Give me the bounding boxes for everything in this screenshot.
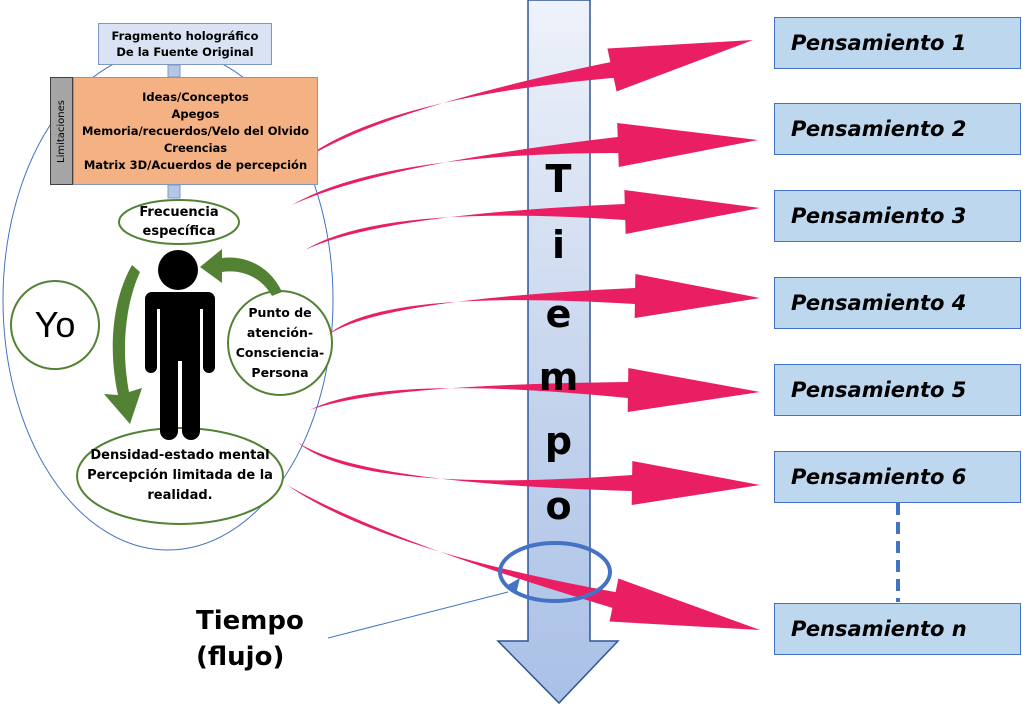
time-letter: T [545, 157, 572, 201]
cycle-arrow-down [104, 265, 142, 424]
time-letter: i [551, 223, 566, 267]
thought-arrow-1 [300, 40, 753, 162]
thought-arrow-n [287, 485, 760, 630]
limitation-item: Apegos [171, 106, 220, 121]
time-letter: m [538, 355, 579, 399]
thought-arrow-6 [297, 442, 760, 505]
source-line: Fragmento holográfico [111, 29, 259, 43]
thought-box-5: Pensamiento 5 [774, 364, 1021, 416]
thought-box-3: Pensamiento 3 [774, 190, 1021, 242]
frequency-line: Frecuencia [139, 205, 219, 220]
density-label: Densidad-estado mental Percepción limita… [77, 428, 283, 524]
thought-arrow-3 [305, 190, 760, 250]
self-label: Yo [34, 304, 76, 345]
thought-box-2: Pensamiento 2 [774, 103, 1021, 155]
limitation-item: Creencias [163, 140, 228, 155]
person-icon [145, 250, 215, 440]
thought-arrow-5 [310, 368, 760, 412]
density-line: Densidad-estado mental [90, 448, 270, 463]
self-circle [10, 280, 100, 370]
thought-box-1: Pensamiento 1 [774, 17, 1021, 69]
cycle-arrow-to-head [200, 249, 282, 296]
time-flow-ring-arrowhead [506, 578, 520, 594]
attention-label: Punto de atención- Consciencia- Persona [227, 290, 333, 396]
flow-leader-line [327, 591, 509, 639]
time-arrow [496, 0, 620, 705]
source-fragment-box: Fragmento holográfico De la Fuente Origi… [98, 23, 272, 65]
limitation-item: Matrix 3D/Acuerdos de percepción [83, 157, 308, 172]
limitations-side-label: Limitaciones [56, 99, 68, 163]
density-line: realidad. [147, 488, 213, 503]
frequency-label: Frecuencia específica [119, 200, 239, 244]
time-letter: e [545, 292, 572, 336]
connector-top [167, 64, 181, 78]
source-line: De la Fuente Original [116, 45, 254, 59]
flow-label-line: (flujo) [196, 642, 285, 672]
attention-line: atención- [246, 325, 314, 340]
thought-arrow-4 [328, 274, 760, 335]
thought-arrow-2 [292, 123, 758, 205]
limitations-box: Ideas/Conceptos Apegos Memoria/recuerdos… [73, 77, 318, 185]
time-flow-ring [498, 541, 612, 603]
attention-line: Persona [251, 365, 309, 380]
thought-box-n: Pensamiento n [774, 603, 1021, 655]
connector-bottom [167, 184, 181, 199]
time-letter: p [544, 419, 573, 463]
thought-box-4: Pensamiento 4 [774, 277, 1021, 329]
frequency-ellipse [118, 199, 240, 245]
density-line: Percepción limitada de la [87, 468, 273, 483]
limitation-item: Memoria/recuerdos/Velo del Olvido [81, 123, 309, 138]
limitations-side-bar: Limitaciones [50, 77, 73, 185]
density-ellipse [76, 427, 284, 525]
attention-line: Consciencia- [235, 345, 325, 360]
thought-arrows [287, 40, 760, 630]
frequency-line: específica [142, 224, 216, 239]
flow-label-line: Tiempo [196, 606, 304, 636]
attention-line: Punto de [248, 305, 312, 320]
time-letter: o [545, 484, 572, 528]
time-flow-label: Tiempo (flujo) [196, 603, 326, 675]
thought-box-6: Pensamiento 6 [774, 451, 1021, 503]
limitation-item: Ideas/Conceptos [142, 89, 249, 104]
